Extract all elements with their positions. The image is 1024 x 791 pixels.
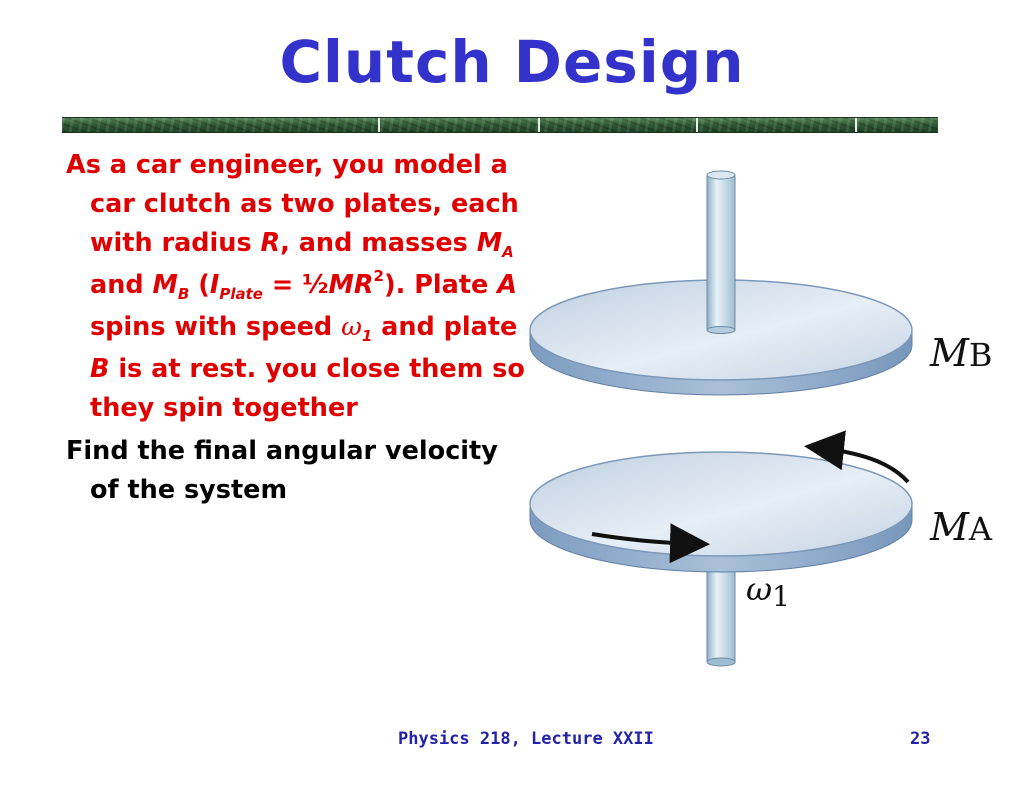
question-statement: Find the final angular velocity of the s… — [66, 436, 498, 505]
plate-a — [529, 451, 913, 573]
clutch-figure: MB MA ω1 — [529, 170, 993, 667]
plate-b-shaft — [706, 174, 736, 331]
rotation-arrow-back — [804, 430, 910, 484]
slide-body: As a car engineer, you model a car clutc… — [66, 146, 526, 510]
rotation-arrow-front — [591, 523, 710, 564]
slide-title: Clutch Design — [279, 28, 745, 96]
footer-course: Physics 218, Lecture XXII — [398, 729, 654, 749]
label-mass-a: MA — [929, 505, 993, 549]
problem-statement: As a car engineer, you model a car clutc… — [66, 150, 525, 423]
label-mass-b: MB — [929, 331, 992, 375]
page-number: 23 — [910, 729, 931, 749]
label-omega-1: ω1 — [746, 570, 790, 613]
title-divider — [62, 117, 938, 133]
